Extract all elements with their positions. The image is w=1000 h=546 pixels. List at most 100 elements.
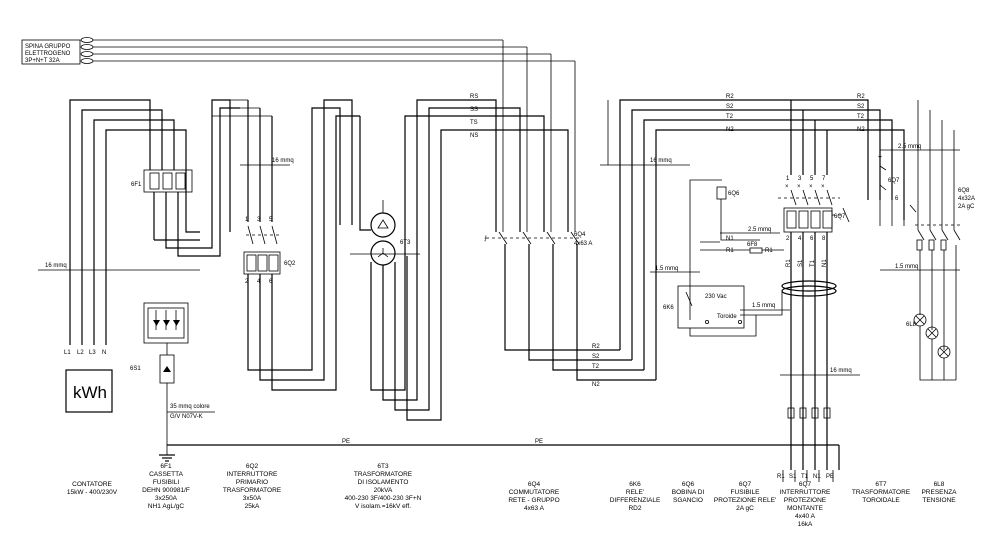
legend-line: TRASFORMATORE	[354, 471, 413, 478]
svg-text:T2: T2	[857, 114, 865, 120]
svg-text:4: 4	[257, 279, 261, 285]
svg-text:1: 1	[786, 176, 790, 182]
tag-6f8: 6F8	[747, 242, 758, 248]
breaker-6q2: 16 mmq 1 3 5 2 4 6 6Q2	[212, 99, 360, 391]
wire-label: 2.5 mmq	[898, 144, 921, 150]
tag-6k6: 6K6	[663, 305, 674, 311]
legend-line: DIFFERENZIALE	[610, 497, 661, 504]
legend-line: 6K6	[629, 481, 641, 488]
legend-line: CASSETTA	[149, 471, 183, 478]
legend-line: FUSIBILI	[153, 479, 180, 486]
wire-label: 16 mmq	[650, 158, 672, 164]
svg-text:R1: R1	[786, 259, 792, 267]
pe-label: PE	[535, 439, 543, 445]
generator-plug: SPINA GRUPPO ELETTROGENO 3P+N+T 32A	[21, 37, 576, 232]
tag-6q2: 6Q2	[284, 261, 296, 267]
fuses-6q8: 2.5 mmq ⏚ 6Q7 6 6Q8 4x32A 2A gC 1.5 mmq …	[877, 100, 975, 381]
out-t1: T1	[801, 474, 809, 480]
legend-line: 15kW - 400/230V	[67, 489, 118, 496]
bus-r2: R2	[592, 344, 600, 350]
legend-line: 6F1	[160, 463, 172, 470]
svg-text:6: 6	[895, 196, 899, 202]
right-bus: R2 S2 T2 N2	[740, 94, 905, 220]
legend-line: TOROIDALE	[862, 497, 900, 504]
svg-text:4x32A: 4x32A	[958, 196, 975, 202]
svg-text:T1: T1	[810, 259, 816, 267]
legend-line: PRESENZA	[921, 489, 957, 496]
bus-s2: S2	[592, 354, 600, 360]
legend-line: RD2	[628, 505, 641, 512]
line-rs: RS	[470, 94, 478, 100]
svg-text:N1: N1	[726, 236, 734, 242]
legend-line: 2A gC	[736, 505, 754, 512]
legend-line: 6Q7	[739, 481, 752, 488]
legend-line: TENSIONE	[922, 497, 956, 504]
wire-label: 16 mmq	[272, 158, 294, 164]
legend-line: 3x50A	[243, 495, 262, 502]
svg-text:3P+N+T 32A: 3P+N+T 32A	[25, 58, 60, 64]
terminal-l2: L2	[77, 350, 84, 356]
legend-line: PROTEZIONE RELE'	[714, 497, 776, 504]
wire-label: 35 mmq colore	[170, 404, 210, 410]
wire-label: 16 mmq	[830, 368, 852, 374]
svg-text:ELETTROGENO: ELETTROGENO	[25, 51, 71, 57]
legend-line: TRASFORMATORE	[223, 487, 282, 494]
legend-line: NH1 AgL/gC	[148, 503, 184, 510]
pe-label: PE	[342, 439, 350, 445]
legend-line: 4x40 A	[795, 513, 816, 520]
legend-line: FUSIBILE	[731, 489, 761, 496]
pe-bus: PE PE R1 S1 T1 N1 PE	[167, 439, 840, 482]
svg-text:2: 2	[786, 236, 790, 242]
out-r1: R1	[777, 474, 785, 480]
tag-6l8: 6L8	[906, 322, 917, 328]
legend-line: V isolam.=16kV eff.	[355, 503, 411, 510]
svg-text:S1: S1	[798, 259, 804, 267]
legend-line: 400-230 3F/400-230 3F+N	[345, 495, 422, 502]
legend-line: 16kA	[798, 521, 813, 528]
legend-line: INTERRUTTORE	[227, 471, 278, 478]
legend-line: 25kA	[245, 503, 260, 510]
legend-line: SGANCIO	[673, 497, 703, 504]
tag-6q7: 6Q7	[834, 214, 846, 220]
svg-text:3: 3	[798, 176, 802, 182]
line-s2: S2	[726, 104, 734, 110]
legend-line: 6Q6	[682, 481, 695, 488]
line-ns: NS	[470, 133, 478, 139]
vac-label: 230 Vac	[705, 294, 727, 300]
svg-text:R1: R1	[726, 248, 734, 254]
tag-6q7-relay: 6Q7	[888, 178, 900, 184]
svg-text:7: 7	[822, 176, 826, 182]
svg-text:8: 8	[822, 236, 826, 242]
svg-text:6: 6	[269, 279, 273, 285]
svg-text:⨍: ⨍	[484, 235, 487, 242]
terminal-l1: L1	[64, 350, 71, 356]
legend-line: RELE'	[626, 489, 644, 496]
legend-line: BOBINA DI	[672, 489, 705, 496]
tag-6f1: 6F1	[131, 182, 142, 188]
changeover-6q4: ⨍ 6Q4 4x63 A R2 S2 T2 N2 16 mmq R2 S2 T2…	[484, 94, 740, 388]
bus-t2: T2	[592, 364, 600, 370]
legend-line: 6Q4	[528, 481, 541, 488]
legend-line: COMMUTATORE	[509, 489, 560, 496]
tag-6q8: 6Q8	[958, 188, 970, 194]
line-t2: T2	[726, 114, 734, 120]
svg-text:×: ×	[821, 184, 825, 190]
legend-line: 6Q2	[246, 463, 259, 470]
wire-label: 16 mmq	[45, 263, 67, 269]
svg-text:×: ×	[797, 184, 801, 190]
svg-text:3: 3	[257, 217, 261, 223]
svg-text:5: 5	[810, 176, 814, 182]
line-r2: R2	[726, 94, 734, 100]
legend-line: PRIMARIO	[236, 479, 268, 486]
legend-line: PROTEZIONE	[784, 497, 827, 504]
legend-line: 6T3	[377, 463, 389, 470]
transformer-6t3: 6T3 RS SS TS NS	[350, 94, 569, 421]
svg-text:R2: R2	[857, 94, 865, 100]
